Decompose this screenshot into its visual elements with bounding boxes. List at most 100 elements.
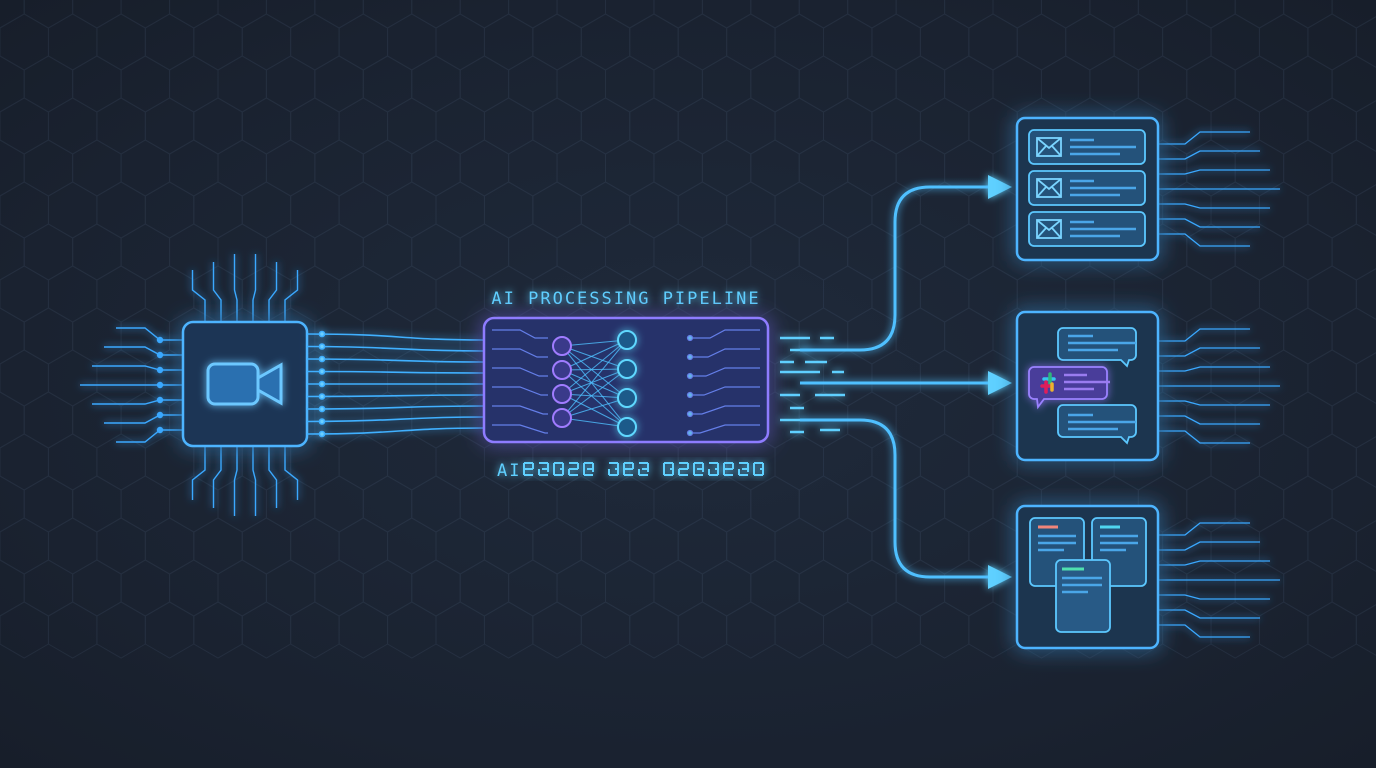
circuit-trace xyxy=(1158,328,1250,342)
processor-trace xyxy=(690,348,760,358)
hexagon xyxy=(241,181,292,239)
hexagon xyxy=(1137,0,1188,29)
hexagon xyxy=(677,517,728,575)
hexagon xyxy=(508,559,558,617)
hexagon xyxy=(0,475,25,533)
hexagon xyxy=(1258,181,1309,239)
hexagon xyxy=(1355,16,1376,68)
hexagon xyxy=(701,223,752,281)
hexagon xyxy=(532,433,582,491)
hexagon xyxy=(1331,55,1376,113)
hexagon xyxy=(580,601,631,659)
envelope-icon xyxy=(1036,219,1062,239)
hexagon xyxy=(47,433,98,491)
hexagon xyxy=(1283,307,1333,365)
hexagon xyxy=(1355,352,1376,404)
hexagon xyxy=(1258,433,1309,491)
hexagon xyxy=(629,433,679,491)
hexagon xyxy=(556,55,606,113)
hexagon xyxy=(871,517,921,575)
hexagon xyxy=(169,55,219,113)
hexagon xyxy=(362,55,413,113)
hexagon xyxy=(0,391,25,449)
hexagon xyxy=(144,13,195,71)
hexagon xyxy=(483,97,534,155)
hexagon xyxy=(193,13,243,71)
hexagon xyxy=(1210,13,1260,71)
hexagon xyxy=(483,13,534,71)
glyph xyxy=(523,462,534,476)
hexagon xyxy=(96,601,146,659)
trace-node xyxy=(686,391,694,399)
hexagon xyxy=(919,601,970,659)
input-data-streams xyxy=(306,330,485,438)
hexagon xyxy=(677,181,728,239)
circuit-trace xyxy=(1158,233,1250,247)
hexagon xyxy=(701,0,752,29)
hexagon xyxy=(193,433,243,491)
hexagon xyxy=(1162,433,1212,491)
processor-trace xyxy=(690,367,760,377)
arrow-to-documents xyxy=(800,418,1012,589)
hexagon xyxy=(532,97,582,155)
hexagon xyxy=(895,139,946,197)
nn-connection xyxy=(561,345,628,370)
hexagon xyxy=(362,475,413,533)
nn-connection xyxy=(561,345,628,428)
hexagon xyxy=(387,433,437,491)
hexagon xyxy=(0,139,25,197)
hexagon xyxy=(47,601,98,659)
hexagon xyxy=(847,475,897,533)
hexagon xyxy=(1307,97,1357,155)
pipeline-title: AI PROCESSING PIPELINE xyxy=(491,289,760,309)
hexagon xyxy=(0,55,25,113)
hexagon xyxy=(217,0,267,29)
hexagon xyxy=(1331,559,1376,617)
hexagon xyxy=(653,223,703,281)
hexagon xyxy=(580,181,631,239)
hexagon xyxy=(23,559,74,617)
stream-node xyxy=(318,418,326,425)
hexagon xyxy=(1331,0,1376,29)
hexagon xyxy=(193,517,243,575)
circuit-trace xyxy=(1158,430,1250,444)
hexagon xyxy=(23,475,74,533)
hexagon xyxy=(1210,181,1260,239)
hexagon xyxy=(193,601,243,659)
nn-connection xyxy=(561,393,628,399)
pipeline-subtitle-prefix: AI xyxy=(497,461,521,481)
trace-node xyxy=(156,351,164,359)
hexagon xyxy=(968,13,1018,71)
hexagon xyxy=(23,55,74,113)
circuit-trace xyxy=(268,262,278,322)
hexagon xyxy=(483,517,534,575)
hexagon xyxy=(1355,436,1376,488)
hexagon xyxy=(314,0,364,29)
circuit-trace xyxy=(104,346,183,356)
hexagon xyxy=(1137,55,1188,113)
hexagon xyxy=(508,223,558,281)
glyph xyxy=(623,462,634,476)
hexagon xyxy=(823,517,873,575)
trace-node xyxy=(156,396,164,404)
hexagon xyxy=(677,601,728,659)
hexagon xyxy=(338,601,389,659)
hexagon xyxy=(241,265,292,323)
hexagon xyxy=(47,97,98,155)
hexagon xyxy=(774,13,824,71)
hexagon xyxy=(677,97,728,155)
hexagon xyxy=(1040,55,1091,113)
hexagon xyxy=(1210,349,1260,407)
circuit-trace xyxy=(268,446,278,508)
circuit-trace xyxy=(1158,169,1270,175)
hexagon xyxy=(120,391,171,449)
stream-node xyxy=(318,393,326,400)
circuit-trace xyxy=(116,429,183,443)
hexagon xyxy=(290,265,340,323)
hexagon xyxy=(0,13,49,71)
hexagon xyxy=(895,307,946,365)
circuit-trace xyxy=(212,262,222,322)
hexagon xyxy=(580,517,631,575)
processor-trace xyxy=(690,329,760,339)
hexagon xyxy=(532,517,582,575)
